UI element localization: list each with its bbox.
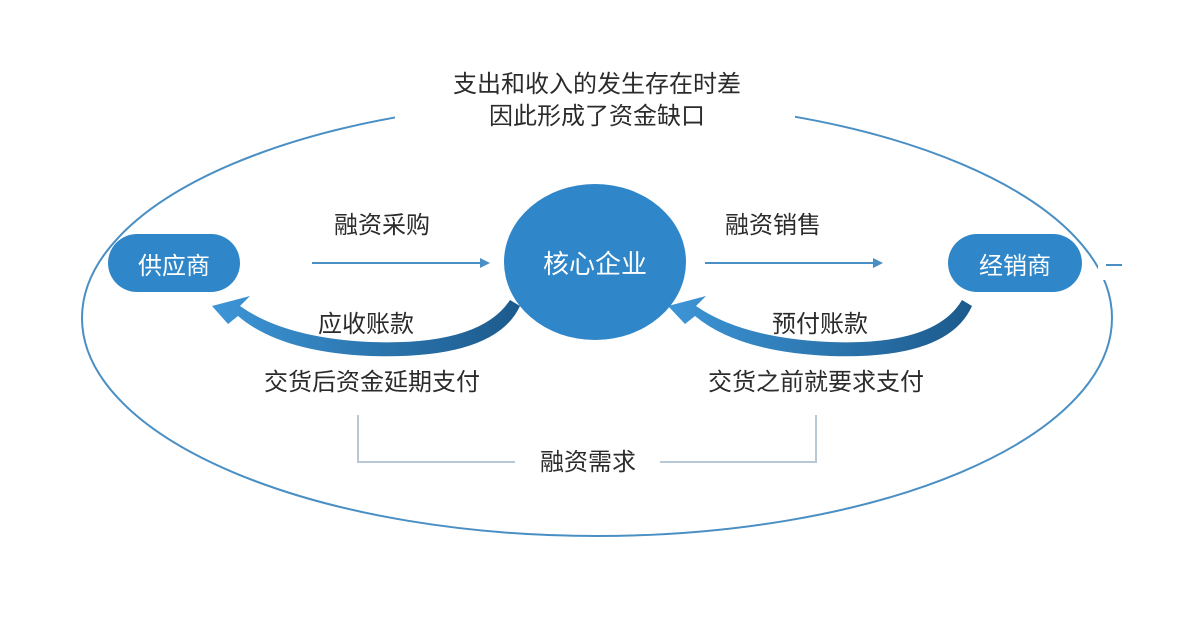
label-prepayment: 预付账款	[772, 310, 868, 338]
distributor-node: 经销商	[948, 234, 1082, 292]
bracket-left	[357, 415, 515, 463]
label-financing-demand: 融资需求	[540, 448, 636, 476]
top-note-line1: 支出和收入的发生存在时差	[453, 70, 741, 98]
core-enterprise-node: 核心企业	[504, 184, 686, 340]
curved-arrow-receivable	[212, 296, 520, 357]
top-note-line2: 因此形成了资金缺口	[489, 102, 705, 130]
bracket-right	[660, 415, 817, 463]
distributor-label: 经销商	[979, 251, 1051, 280]
label-advance-payment: 交货之前就要求支付	[708, 368, 924, 396]
label-deferred-payment: 交货后资金延期支付	[264, 368, 480, 396]
label-financing-purchase: 融资采购	[334, 211, 430, 239]
supplier-node: 供应商	[108, 234, 240, 292]
core-enterprise-label: 核心企业	[542, 249, 647, 280]
label-financing-sales: 融资销售	[725, 211, 821, 239]
supplier-label: 供应商	[138, 251, 210, 280]
label-accounts-receivable: 应收账款	[318, 310, 414, 338]
curved-arrow-prepayment	[668, 296, 972, 357]
